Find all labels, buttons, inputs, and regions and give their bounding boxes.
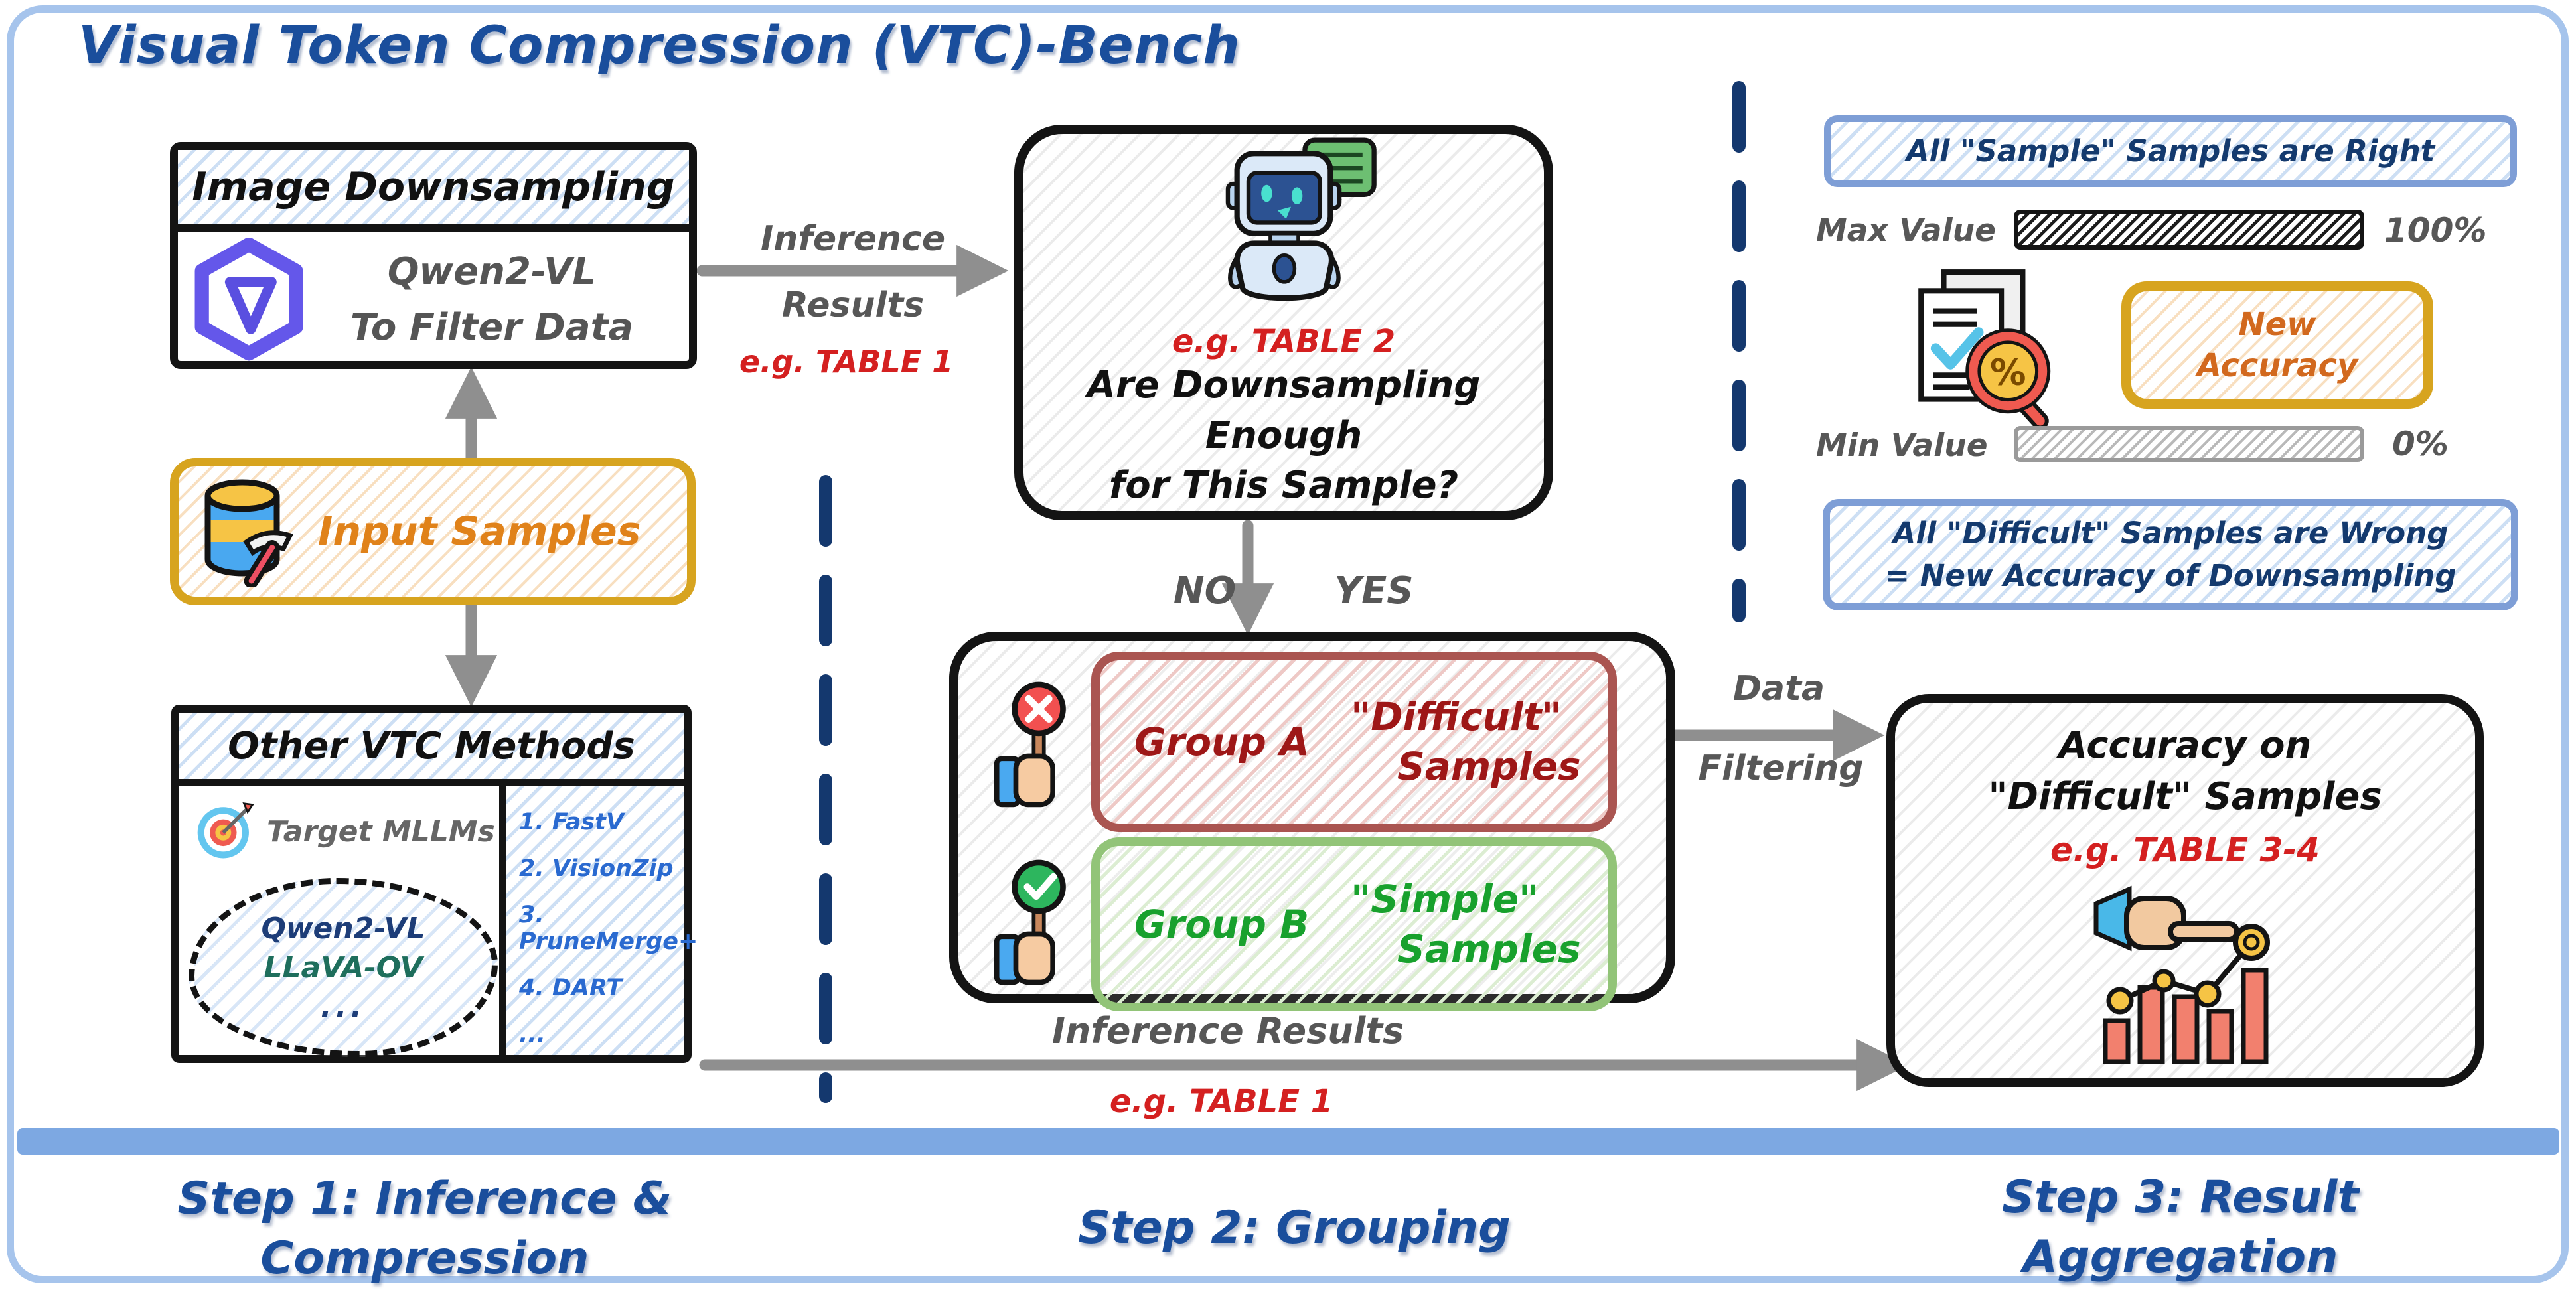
- other-vtc-methods-box: Other VTC Methods Target MLLMs: [171, 705, 698, 1063]
- input-samples-label: Input Samples: [318, 508, 641, 555]
- difficult-wrong-banner: All "Difficult" Samples are Wrong = New …: [1823, 499, 2518, 610]
- new-accuracy-line2: Accuracy: [2196, 347, 2358, 384]
- target-mllms-label: Target MLLMs: [267, 814, 495, 849]
- robot-chat-icon: [1225, 137, 1377, 301]
- bottom-table-ref: e.g. TABLE 1: [1109, 1083, 1333, 1120]
- new-accuracy-line1: New: [2238, 305, 2316, 343]
- difficult-wrong-line1: All "Difficult" Samples are Wrong: [1892, 516, 2449, 551]
- step1-caption-line1: Step 1: Inference &: [177, 1173, 672, 1225]
- downsampling-model-text: Qwen2-VL To Filter Data: [305, 244, 678, 356]
- group-a-name: Group A: [1134, 719, 1310, 764]
- method-item-prunemerge: 3. PruneMerge+: [519, 902, 698, 955]
- image-downsampling-box: Image Downsampling Qwen2-VL To Filter Da…: [170, 142, 697, 369]
- group-a-quote: "Difficult": [1351, 693, 1562, 739]
- step3-caption-line2: Aggregation: [2022, 1230, 2338, 1283]
- page-title: Visual Token Compression (VTC)-Bench: [78, 16, 1241, 76]
- min-value-percent: 0%: [2392, 425, 2449, 463]
- group-b-name: Group B: [1134, 902, 1310, 947]
- question-line1: Are Downsampling Enough: [1087, 364, 1481, 457]
- method-item-ellipsis: ...: [519, 1021, 546, 1048]
- other-vtc-title: Other VTC Methods: [228, 724, 635, 768]
- cloud-model-ellipsis: ...: [320, 989, 366, 1024]
- vtc-methods-list: 1. FastV 2. VisionZip 3. PruneMerge+ 4. …: [499, 786, 698, 1055]
- difficult-wrong-line2: = New Accuracy of Downsampling: [1884, 558, 2457, 593]
- inference-arrow-label-line1: Inference: [760, 219, 946, 259]
- group-b-word: Samples: [1397, 926, 1581, 971]
- max-value-bar: [2014, 210, 2364, 250]
- step2-caption-line1: Step 2: Grouping: [1078, 1202, 1511, 1254]
- group-a-word: Samples: [1397, 744, 1581, 789]
- model-purpose: To Filter Data: [350, 306, 634, 349]
- inference-arrow-table-ref: e.g. TABLE 1: [739, 344, 954, 380]
- model-name: Qwen2-VL: [387, 250, 597, 293]
- image-downsampling-header: Image Downsampling: [178, 150, 689, 232]
- data-filtering-label-line2: Filtering: [1698, 749, 1864, 788]
- min-value-label: Min Value: [1816, 427, 1988, 464]
- outer-frame: [7, 5, 2569, 1283]
- panel-bottom-bar: [17, 1128, 2559, 1155]
- step3-caption: Step 3: Result Aggregation: [1968, 1168, 2393, 1287]
- group-a-box: Group A "Difficult" Samples: [1091, 652, 1617, 832]
- cloud-model-qwen: Qwen2-VL: [261, 911, 425, 946]
- accuracy-line1: Accuracy on: [2058, 724, 2312, 767]
- database-mining-icon: [204, 479, 293, 587]
- image-downsampling-title: Image Downsampling: [192, 164, 675, 210]
- bottom-inference-results-label: Inference Results: [1051, 1010, 1404, 1052]
- group-b-quote: "Simple": [1351, 876, 1539, 922]
- max-value-label: Max Value: [1816, 212, 1997, 249]
- rejected-stamp-icon: [994, 681, 1066, 808]
- step2-caption: Step 2: Grouping: [1022, 1198, 1566, 1258]
- target-icon: [197, 802, 254, 859]
- decision-yes-label: YES: [1334, 569, 1414, 612]
- approved-stamp-icon: [994, 859, 1066, 985]
- hand-pointing-chart-icon: [2093, 885, 2270, 1064]
- step1-caption: Step 1: Inference & Compression: [100, 1169, 750, 1289]
- target-mllms-panel: Target MLLMs Qwen2-VL LLaVA-OV ...: [179, 786, 499, 1057]
- other-vtc-header: Other VTC Methods: [179, 713, 684, 786]
- accuracy-difficult-box: Accuracy on "Difficult" Samples e.g. TAB…: [1886, 694, 2484, 1087]
- qwen-logo-icon: [194, 238, 303, 361]
- min-value-bar: [2014, 426, 2364, 462]
- samples-right-banner: All "Sample" Samples are Right: [1824, 115, 2517, 187]
- inference-arrow-label-line2: Results: [781, 285, 925, 325]
- method-item-fastv: 1. FastV: [519, 809, 624, 835]
- cloud-model-llava: LLaVA-OV: [264, 950, 423, 985]
- accuracy-table-ref: e.g. TABLE 3-4: [2050, 830, 2320, 869]
- group-b-box: Group B "Simple" Samples: [1091, 837, 1617, 1011]
- method-item-visionzip: 2. VisionZip: [519, 855, 674, 882]
- target-models-cloud: Qwen2-VL LLaVA-OV ...: [189, 878, 498, 1057]
- score-report-icon: %: [1918, 269, 2051, 430]
- input-samples-box: Input Samples: [170, 458, 696, 605]
- downsampling-question-box: e.g. TABLE 2 Are Downsampling Enough for…: [1014, 125, 1553, 520]
- step1-caption-line2: Compression: [260, 1232, 589, 1285]
- question-table-ref: e.g. TABLE 2: [1172, 323, 1396, 361]
- question-line2: for This Sample?: [1108, 464, 1459, 508]
- decision-no-label: NO: [1173, 569, 1237, 612]
- step3-caption-line1: Step 3: Result: [2002, 1171, 2359, 1224]
- max-value-percent: 100%: [2384, 211, 2487, 250]
- method-item-dart: 4. DART: [519, 975, 623, 1001]
- data-filtering-label-line1: Data: [1732, 669, 1825, 709]
- samples-right-text: All "Sample" Samples are Right: [1906, 133, 2435, 169]
- percent-glyph: %: [1990, 350, 2026, 393]
- new-accuracy-box: New Accuracy: [2121, 281, 2433, 409]
- grouping-container-box: Group A "Difficult" Samples Group B "Sim…: [949, 632, 1675, 1011]
- accuracy-line2: "Difficult" Samples: [1988, 775, 2382, 819]
